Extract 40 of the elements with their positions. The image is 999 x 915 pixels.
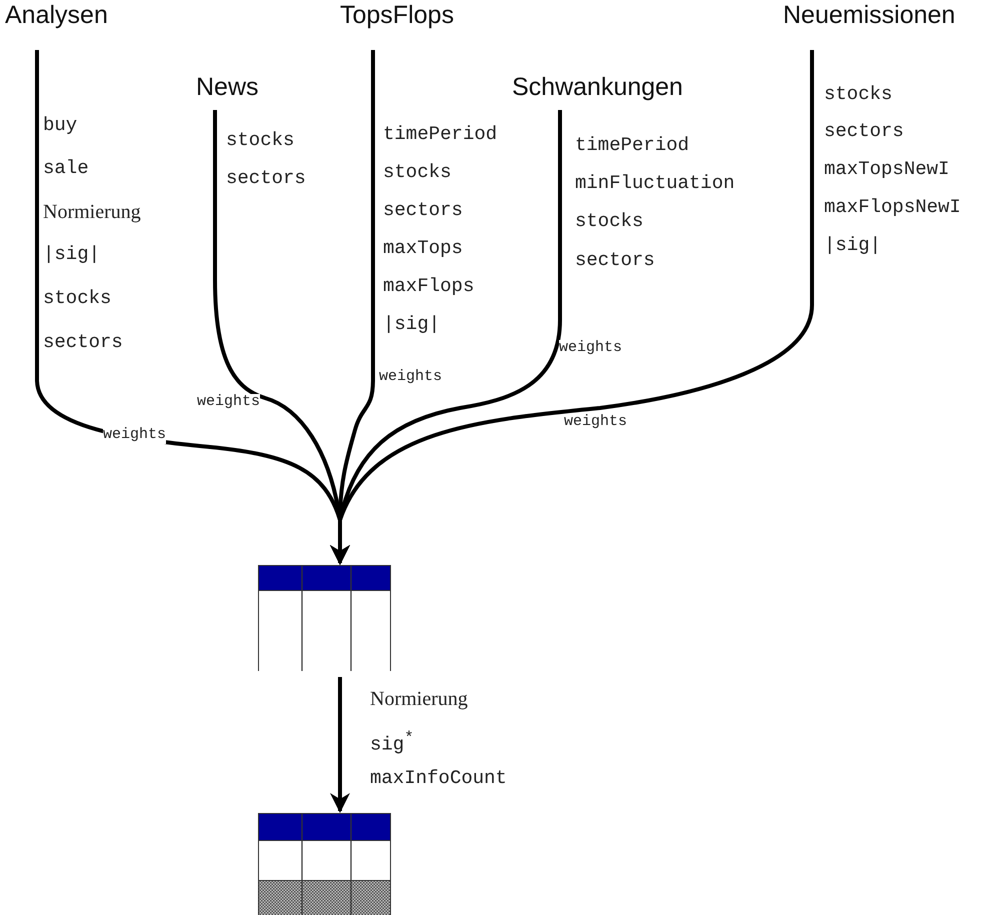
parameter-label: maxFlopsNewI xyxy=(824,197,961,218)
parameter-label: sale xyxy=(43,158,89,179)
source-title: Neuemissionen xyxy=(783,2,956,30)
edge-label: weights xyxy=(559,340,622,356)
parameter-label: buy xyxy=(43,115,78,136)
parameter-label: Normierung xyxy=(43,201,141,223)
edge-label: weights xyxy=(103,427,166,444)
parameter-label: sig$^{*}$ xyxy=(370,730,414,756)
parameter-label: stocks xyxy=(575,211,644,232)
parameter-label: |sig| xyxy=(383,314,440,335)
source-title: Analysen xyxy=(5,2,108,30)
parameter-label: sectors xyxy=(575,250,655,271)
parameter-label: maxInfoCount xyxy=(370,768,507,789)
parameter-label: sectors xyxy=(383,200,463,221)
parameter-label: maxTops xyxy=(383,238,463,259)
edge-label: weights xyxy=(197,394,260,410)
parameter-label: minFluctuation xyxy=(575,173,735,194)
source-title: Schwankungen xyxy=(512,74,683,102)
parameter-label: timePeriod xyxy=(383,124,498,145)
source-title: TopsFlops xyxy=(340,2,454,30)
parameter-label: stocks xyxy=(824,84,892,105)
parameter-label: stocks xyxy=(226,130,294,151)
arrow xyxy=(330,50,814,565)
source-title: News xyxy=(196,74,259,102)
parameter-label: sectors xyxy=(824,121,904,142)
parameter-label: |sig| xyxy=(43,244,100,265)
edge-label: weights xyxy=(564,414,628,430)
parameter-label: stocks xyxy=(383,162,452,183)
parameter-label: maxFlops xyxy=(383,276,474,297)
table-drawing xyxy=(258,565,391,671)
table-drawing xyxy=(258,813,391,915)
parameter-label: Normierung xyxy=(370,688,468,710)
edge-label: weights xyxy=(379,369,442,386)
parameter-label: sectors xyxy=(226,168,306,189)
arrow xyxy=(330,677,350,813)
parameter-label: stocks xyxy=(43,288,112,309)
parameter-label: sectors xyxy=(43,332,123,353)
parameter-label: |sig| xyxy=(824,235,882,256)
parameter-label: timePeriod xyxy=(575,135,690,156)
parameter-label: maxTopsNewI xyxy=(824,159,950,180)
